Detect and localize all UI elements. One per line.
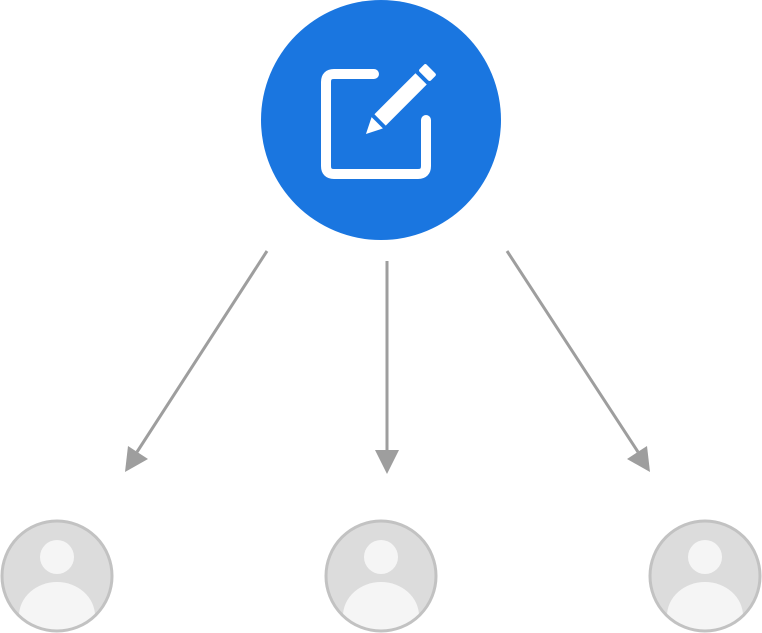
user-avatar-icon — [0, 519, 114, 633]
connector-center — [375, 261, 399, 474]
recipients — [0, 519, 762, 633]
connector-left-arrowhead — [125, 446, 148, 472]
recipient-1 — [0, 519, 114, 633]
connector-right — [505, 250, 650, 472]
edit-icon-frame — [321, 69, 431, 179]
connector-center-arrowhead — [375, 450, 399, 474]
pencil-body — [374, 73, 427, 126]
connectors — [125, 250, 650, 474]
connector-left — [125, 250, 269, 472]
recipient-3 — [648, 519, 762, 633]
connector-left-line — [135, 250, 269, 453]
connector-right-line — [505, 250, 640, 453]
connector-right-arrowhead — [627, 446, 650, 472]
recipient-2 — [324, 519, 438, 633]
hub-node — [261, 0, 501, 240]
edit-icon — [321, 69, 431, 179]
pencil-eraser — [419, 64, 436, 81]
user-avatar-icon — [324, 519, 438, 633]
user-avatar-icon — [648, 519, 762, 633]
